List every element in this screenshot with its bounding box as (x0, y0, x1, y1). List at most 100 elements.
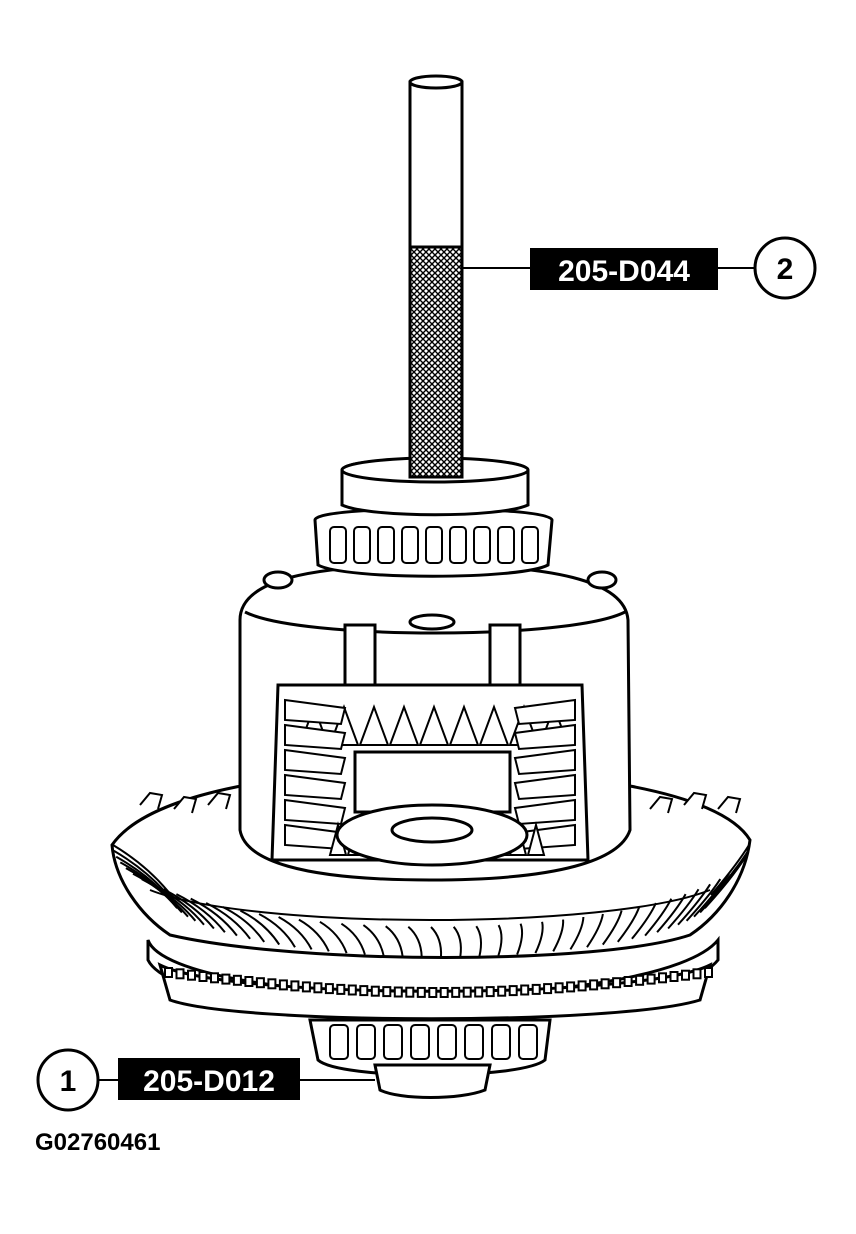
ring-gear-tooth (707, 856, 747, 905)
side-gear-tooth (513, 748, 576, 776)
bearing-roller (353, 526, 371, 564)
side-gear-tooth (418, 704, 450, 746)
callout-2: 205-D044 2 (462, 236, 817, 300)
ring-gear-tooth (516, 923, 524, 955)
ring-gear-tooth (710, 844, 750, 896)
flange-notch (313, 982, 323, 994)
ring-gear-tooth (586, 913, 604, 948)
callout-1-tool-tag (118, 1058, 300, 1100)
case-bolt-left (262, 570, 294, 590)
ring-gear-tooth (617, 906, 641, 943)
ring-gear-tooth (677, 883, 711, 926)
handle-smooth-section (408, 80, 464, 249)
ring-gear-tooth (112, 844, 172, 896)
ring-gear-tooth (631, 902, 657, 940)
ring-gear-tooth (139, 791, 164, 810)
ring-gear-tooth (385, 925, 404, 957)
flange-notch (164, 967, 173, 978)
flange-notch (600, 978, 610, 990)
flange-notch (497, 985, 507, 997)
flange-notch (462, 986, 472, 998)
ring-gear-tooth (163, 888, 215, 930)
side-gear-tooth (526, 821, 546, 856)
side-gear-tooth (284, 773, 347, 801)
flange-notch (370, 985, 380, 997)
flange-notch (623, 976, 633, 987)
bearing-roller (497, 526, 515, 564)
bearing-roller (437, 1024, 457, 1060)
ring-gear-tooth (683, 791, 708, 810)
gear-flange (146, 935, 720, 1021)
flange-notch (428, 987, 438, 998)
ring-gear-teeth (112, 791, 750, 958)
flange-notch (405, 986, 415, 998)
bearing-roller (521, 526, 539, 564)
flange-notch (531, 983, 541, 995)
flange-notch (221, 973, 231, 985)
callout-2-circle (753, 236, 817, 300)
lower-bearing-rollers (329, 1024, 538, 1060)
callout-2-number: 2 (777, 253, 794, 286)
flange-notch (175, 968, 185, 980)
flange-notch (347, 984, 357, 996)
ring-gear-tooth (569, 916, 585, 950)
flange-notch (198, 971, 208, 982)
flange-notch (290, 980, 300, 992)
flange-notch (382, 986, 392, 998)
ring-gear-tooth (667, 888, 700, 930)
flange-notch (278, 979, 288, 991)
ring-gear-tooth (222, 906, 266, 943)
ring-gear-tooth (258, 913, 296, 948)
ring-gear-tooth (656, 893, 687, 933)
ring-gear-tooth (685, 878, 722, 922)
lower-bearing-cup (373, 1063, 492, 1099)
bearing-roller (473, 526, 491, 564)
flange-notch (681, 969, 690, 981)
case-bolt-right (586, 570, 618, 590)
case-window (270, 683, 590, 867)
flange-notch (612, 977, 622, 989)
flange-notch (324, 983, 334, 995)
bearing-roller (377, 526, 395, 564)
ring-gear-tooth (239, 909, 281, 946)
side-gear-tooth (478, 704, 510, 746)
ring-gear-tooth (141, 878, 197, 922)
handle-top-end (408, 74, 464, 90)
side-gear-tooth (513, 723, 576, 751)
side-gear-tooth (284, 798, 347, 826)
side-gear-tooth (358, 704, 390, 746)
flange-notch (692, 968, 702, 980)
ring-gear-tooth (644, 898, 673, 937)
ring-gear-tooth (497, 924, 503, 956)
flange-notch (439, 987, 449, 998)
lower-bearing (308, 1018, 552, 1099)
callout-1-circle (36, 1048, 100, 1112)
ring-gear-tooth (601, 910, 623, 946)
flange-notch (474, 986, 484, 998)
flange-notch (244, 976, 254, 987)
case-top-slot (408, 613, 456, 631)
side-gear-tooth (284, 748, 347, 776)
flange-notch (566, 981, 576, 993)
flange-notch (255, 977, 265, 989)
flange-notch (393, 986, 403, 998)
ring-gear-tooth (175, 893, 226, 933)
case-top-rim (244, 610, 626, 635)
ring-gear-tooth (362, 924, 385, 956)
bearing-roller (329, 1024, 349, 1060)
ring-gear-tooth (452, 926, 462, 957)
bearing-roller (518, 1024, 538, 1060)
flange-notch (359, 985, 369, 997)
case-tab-left (343, 623, 377, 692)
flange-notch (554, 982, 564, 994)
flange-notch (187, 969, 196, 981)
bearing-roller (464, 1024, 484, 1060)
ring-gear-tooth (340, 922, 366, 955)
side-gear-tooth (284, 723, 347, 751)
ring-gear-tooth (298, 918, 330, 952)
flange-notch (301, 981, 311, 993)
bearing-roller (491, 1024, 511, 1060)
ring-gear-tooth (534, 921, 544, 954)
